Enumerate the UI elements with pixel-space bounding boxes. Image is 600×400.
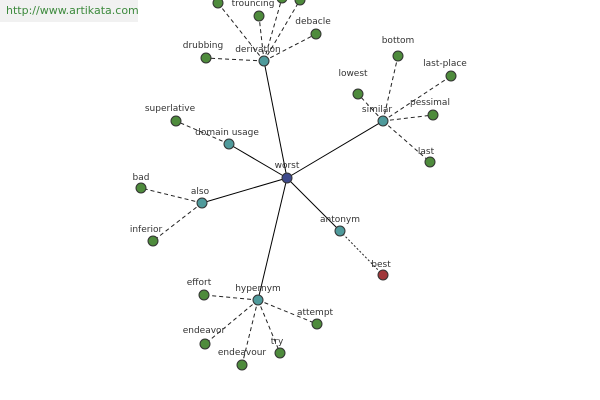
leaf-label-superlative: superlative [145, 104, 196, 114]
edge-worst-derivation [263, 60, 288, 179]
leaf-node-last-place[interactable] [445, 70, 457, 82]
site-watermark: http://www.artikata.com [0, 0, 139, 22]
leaf-label-drubbing: drubbing [183, 41, 223, 51]
leaf-node-effort[interactable] [198, 289, 210, 301]
leaf-label-effort: effort [187, 278, 212, 288]
leaf-label-debacle: debacle [295, 17, 331, 27]
edge-also-inferior [152, 202, 203, 242]
edge-clipped-0 [217, 2, 265, 62]
leaf-label-endeavour: endeavour [218, 348, 267, 358]
relation-label-antonym: antonym [320, 215, 360, 225]
edge-similar-last [382, 120, 431, 163]
edges-layer [140, 0, 452, 366]
edge-derivation-debacle [263, 33, 317, 62]
edge-hypernym-attempt [257, 299, 318, 325]
edge-derivation-trouncing [258, 15, 265, 62]
edge-similar-pessimal [382, 114, 434, 122]
leaf-label-inferior: inferior [130, 225, 163, 235]
leaf-node-trouncing[interactable] [253, 10, 265, 22]
relation-node-derivation[interactable] [258, 55, 270, 67]
leaf-node-last[interactable] [424, 156, 436, 168]
center-label: worst [275, 161, 300, 171]
edge-worst-similar [286, 120, 384, 179]
edge-also-bad [140, 187, 203, 204]
edge-domain-usage-superlative [175, 120, 230, 145]
leaf-node-clipped [294, 0, 306, 6]
leaf-node-superlative[interactable] [170, 115, 182, 127]
relation-label-derivation: derivation [235, 45, 281, 55]
leaf-label-bottom: bottom [382, 36, 415, 46]
leaf-label-last: last [418, 147, 435, 157]
edge-worst-hypernym [257, 177, 288, 301]
relation-label-similar: similar [362, 105, 392, 115]
edge-clipped-2 [263, 0, 301, 62]
leaf-node-lowest[interactable] [352, 88, 364, 100]
leaf-node-endeavor[interactable] [199, 338, 211, 350]
relation-node-domain-usage[interactable] [223, 138, 235, 150]
leaf-label-pessimal: pessimal [410, 98, 450, 108]
leaf-node-drubbing[interactable] [200, 52, 212, 64]
relation-node-hypernym[interactable] [252, 294, 264, 306]
nodes-layer: trouncing debacle drubbing lowest bottom last… [130, 0, 467, 371]
relation-label-hypernym: hypernym [235, 284, 281, 294]
leaf-label-trouncing: trouncing [232, 0, 275, 9]
leaf-node-best[interactable] [377, 269, 389, 281]
relation-label-also: also [191, 187, 210, 197]
leaf-label-best: best [371, 260, 391, 270]
edge-worst-antonym [286, 177, 341, 232]
leaf-node-inferior[interactable] [147, 235, 159, 247]
leaf-label-bad: bad [133, 173, 150, 183]
relation-label-domain-usage: domain usage [195, 128, 259, 138]
leaf-node-endeavour[interactable] [236, 359, 248, 371]
leaf-label-last-place: last-place [423, 59, 467, 69]
edge-worst-also [201, 177, 288, 204]
leaf-node-try[interactable] [274, 347, 286, 359]
leaf-node-bottom[interactable] [392, 50, 404, 62]
leaf-label-try: try [271, 337, 284, 347]
edge-similar-lowest [357, 93, 384, 122]
relation-node-also[interactable] [196, 197, 208, 209]
edge-derivation-drubbing [205, 57, 265, 62]
leaf-node-debacle[interactable] [310, 28, 322, 40]
edge-hypernym-try [257, 299, 281, 354]
leaf-node-pessimal[interactable] [427, 109, 439, 121]
edge-hypernym-endeavor [204, 299, 259, 345]
leaf-label-lowest: lowest [338, 69, 368, 79]
leaf-node-attempt[interactable] [311, 318, 323, 330]
center-node-worst[interactable] [281, 172, 293, 184]
edge-clipped-1 [263, 0, 282, 62]
leaf-node-clipped [212, 0, 224, 9]
leaf-label-attempt: attempt [297, 308, 334, 318]
leaf-label-endeavor: endeavor [183, 326, 226, 336]
edge-worst-domain-usage [228, 143, 288, 179]
relation-node-similar[interactable] [377, 115, 389, 127]
edge-hypernym-effort [203, 294, 259, 301]
relation-node-antonym[interactable] [334, 225, 346, 237]
leaf-node-clipped [276, 0, 288, 4]
leaf-node-bad[interactable] [135, 182, 147, 194]
